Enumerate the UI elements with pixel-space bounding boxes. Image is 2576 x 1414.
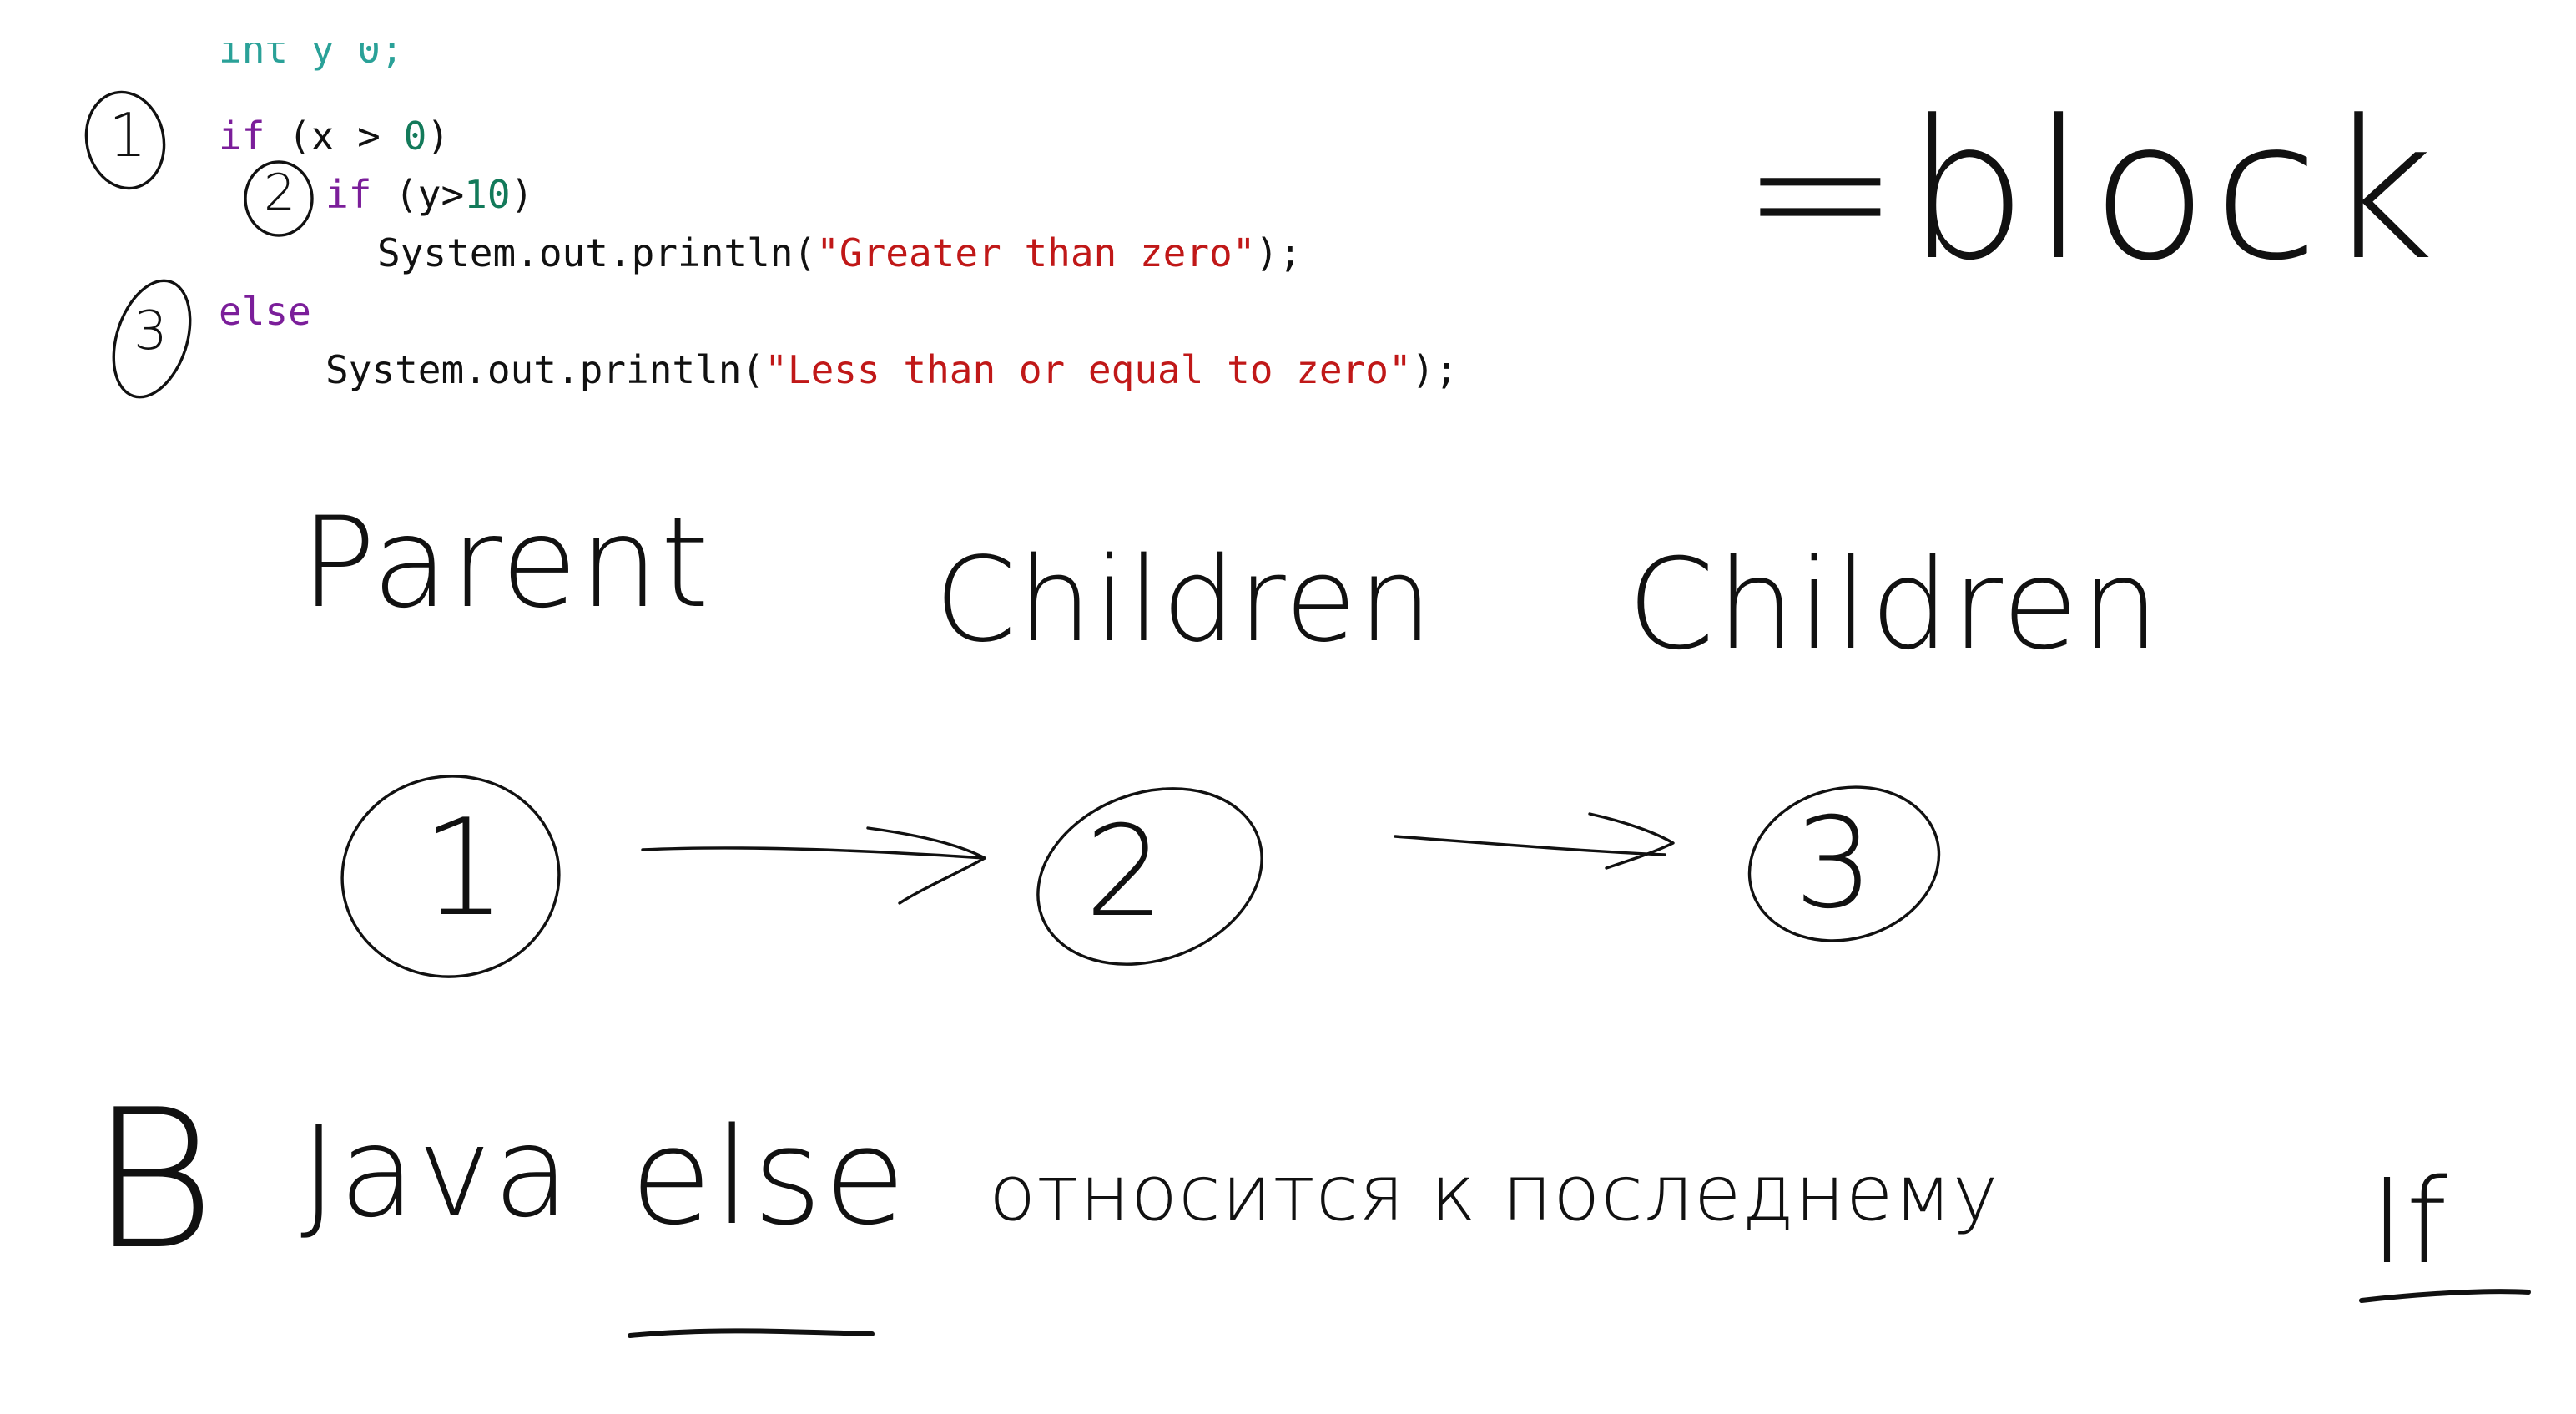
- if1-close: ): [426, 114, 450, 159]
- print2-string: "Less than or equal to zero": [764, 347, 1412, 392]
- code-line-0: int y 0;: [219, 43, 404, 80]
- if2-number: 10: [464, 172, 511, 217]
- arrow-2-to-3: [1394, 835, 1666, 856]
- marker-1-circle: [84, 90, 166, 190]
- label-parent: Parent: [300, 491, 712, 636]
- if2-close: ): [510, 172, 534, 217]
- code-line-0-text: int y 0;: [219, 43, 404, 72]
- code-line-if1: if (x > 0): [219, 107, 450, 165]
- if-keyword-2: if: [325, 172, 372, 217]
- print2-prefix: System.out.println(: [325, 347, 765, 392]
- label-children-1: Children: [935, 533, 1434, 669]
- print1-string: "Greater than zero": [816, 230, 1256, 275]
- if1-number: 0: [403, 114, 427, 159]
- arrow-1-head: [866, 826, 986, 905]
- code-line-print2: System.out.println("Less than or equal t…: [325, 341, 1458, 399]
- footer-if: If: [2370, 1154, 2449, 1290]
- code-line-else: else: [219, 282, 311, 341]
- code-line-print1: System.out.println("Greater than zero");: [377, 224, 1302, 282]
- else-keyword: else: [219, 289, 311, 334]
- node-1-circle: [340, 775, 561, 978]
- arrow-1-to-2: [641, 846, 986, 860]
- node-1: 1: [421, 790, 508, 946]
- code-line-if2: if (y>10): [325, 165, 533, 224]
- marker-3: 3: [134, 300, 169, 362]
- print1-suffix: );: [1255, 230, 1302, 275]
- arrow-2-head: [1588, 812, 1675, 870]
- node-3-circle: [1747, 785, 1941, 942]
- node-2-circle: [1036, 787, 1263, 966]
- else-underline: [628, 1328, 875, 1338]
- print2-suffix: );: [1411, 347, 1459, 392]
- node-3: 3: [1794, 791, 1876, 937]
- marker-2-circle: [244, 160, 314, 237]
- if2-open: (y>: [371, 172, 465, 217]
- node-2: 2: [1085, 800, 1167, 945]
- footer-java: Java: [300, 1100, 572, 1245]
- if1-open: (x >: [265, 114, 404, 159]
- print1-prefix: System.out.println(: [377, 230, 817, 275]
- if-underline: [2359, 1289, 2531, 1303]
- footer-phrase: относится к последнему: [989, 1149, 1999, 1238]
- label-children-2: Children: [1627, 533, 2162, 678]
- marker-2: 2: [264, 164, 298, 222]
- marker-3-circle: [112, 279, 192, 399]
- if-keyword-1: if: [219, 114, 265, 159]
- footer-else: else: [630, 1098, 908, 1255]
- marker-1: 1: [108, 100, 149, 170]
- block-note: =block: [1740, 80, 2440, 303]
- footer-prefix: В: [90, 1069, 218, 1292]
